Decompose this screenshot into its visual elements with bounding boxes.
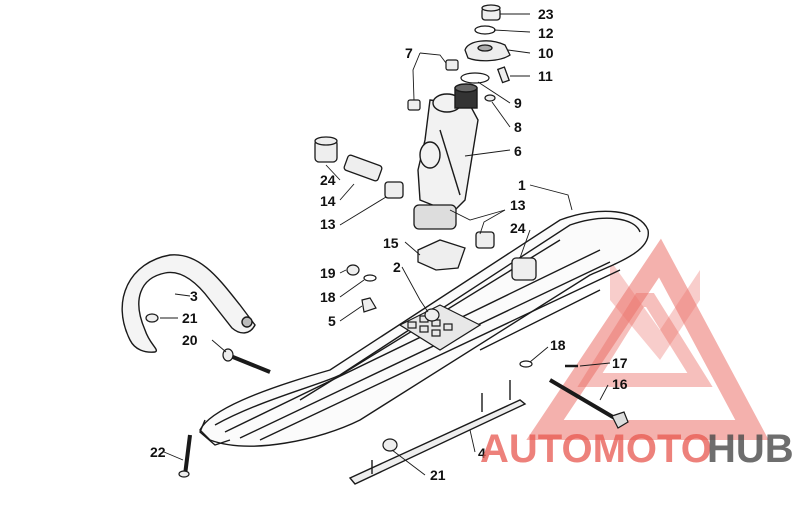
callout-11: 11 [538,68,553,84]
watermark-logo [526,238,769,440]
callout-19: 19 [320,265,336,281]
spindle-cap-parts [464,4,511,84]
callout-20: 20 [182,332,198,348]
leader-lines [160,13,611,476]
watermark-brand-part1: AUTOMOTO [480,427,712,471]
callout-15: 15 [383,235,399,251]
bushings-7-9-8 [407,59,496,111]
callout-16: 16 [612,376,628,392]
carbide-runner [348,380,527,485]
callout-5: 5 [328,313,336,329]
callout-13-left: 13 [320,216,336,232]
hardware-fasteners [145,264,629,478]
callout-4: 4 [478,445,486,461]
watermark-wordmark: AUTOMOTO HUB [480,427,794,471]
callout-10: 10 [538,45,554,61]
callout-12: 12 [538,25,554,41]
callout-labels: 23 12 10 11 7 9 8 6 1 24 14 13 13 24 15 … [150,6,628,483]
axle-right-parts [475,231,537,281]
callout-23: 23 [538,6,554,22]
callout-17: 17 [612,355,628,371]
callout-14: 14 [320,193,336,209]
callout-6: 6 [514,143,522,159]
spindle [417,83,479,211]
callout-21-top: 21 [182,310,198,326]
callout-2: 2 [393,259,401,275]
callout-1: 1 [518,177,526,193]
damper-block [417,239,466,271]
callout-22: 22 [150,444,166,460]
callout-13-right: 13 [510,197,526,213]
callout-24-right: 24 [510,220,526,236]
callout-7: 7 [405,45,413,61]
callout-9: 9 [514,95,522,111]
callout-18-left: 18 [320,289,336,305]
callout-18-right: 18 [550,337,566,353]
axle-left-parts [314,136,457,230]
callout-3: 3 [190,288,198,304]
ski-handle-loop [121,254,256,353]
callout-24-left: 24 [320,172,336,188]
callout-21-bottom: 21 [430,467,446,483]
callout-8: 8 [514,119,522,135]
watermark-brand-part2: HUB [707,427,794,471]
